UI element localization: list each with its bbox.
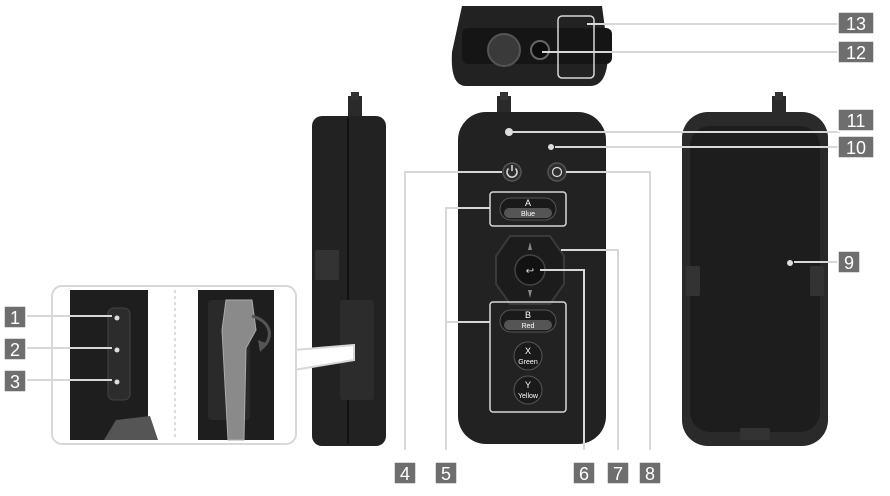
port-3 xyxy=(114,379,120,385)
svg-text:1: 1 xyxy=(10,308,20,328)
svg-text:12: 12 xyxy=(846,43,866,63)
a-button-color: Blue xyxy=(521,211,535,218)
y-button[interactable]: Y Yellow xyxy=(513,375,543,405)
svg-text:9: 9 xyxy=(844,253,854,273)
svg-text:11: 11 xyxy=(847,111,866,131)
svg-text:13: 13 xyxy=(846,14,866,34)
svg-text:8: 8 xyxy=(645,464,655,484)
center-arrow-icon: ↩ xyxy=(526,266,534,277)
timer-button[interactable] xyxy=(547,162,567,182)
power-button[interactable] xyxy=(502,162,522,182)
callout-1: 1 xyxy=(3,305,27,329)
callout-2: 2 xyxy=(3,337,27,361)
indicator-light-11 xyxy=(505,128,513,136)
b-button[interactable]: B Red xyxy=(499,309,557,333)
a-button[interactable]: A Blue xyxy=(499,197,557,221)
port-1 xyxy=(114,315,120,321)
svg-text:6: 6 xyxy=(579,464,589,484)
a-button-letter: A xyxy=(525,198,531,208)
callout-9: 9 xyxy=(837,250,861,274)
side-view xyxy=(312,92,386,446)
detail-inset xyxy=(51,285,355,445)
svg-text:7: 7 xyxy=(613,464,623,484)
callout-12: 12 xyxy=(837,40,875,64)
svg-text:5: 5 xyxy=(441,464,451,484)
svg-text:10: 10 xyxy=(846,138,866,158)
callout-3: 3 xyxy=(3,369,27,393)
callout-10: 10 xyxy=(837,135,875,159)
callout-5: 5 xyxy=(434,461,458,485)
y-button-letter: Y xyxy=(525,380,531,390)
leader-lines xyxy=(27,23,840,450)
top-view xyxy=(451,6,612,86)
callout-8: 8 xyxy=(638,461,662,485)
callout-11: 11 xyxy=(837,108,875,132)
b-button-letter: B xyxy=(525,310,531,320)
svg-text:3: 3 xyxy=(10,372,20,392)
svg-text:4: 4 xyxy=(400,464,410,484)
x-button-color: Green xyxy=(518,359,538,366)
x-button-letter: X xyxy=(525,346,531,356)
callout-7: 7 xyxy=(606,461,630,485)
front-view: A Blue ↩ B Red X Green Y Yellow xyxy=(458,92,606,444)
callout-badges: 1 2 3 4 5 6 7 8 9 10 11 12 13 xyxy=(3,11,875,485)
callout-13: 13 xyxy=(837,11,875,35)
port-2 xyxy=(114,347,120,353)
y-button-color: Yellow xyxy=(518,393,539,400)
x-button[interactable]: X Green xyxy=(513,341,543,371)
callout-4: 4 xyxy=(393,461,417,485)
b-button-color: Red xyxy=(522,323,535,330)
back-view xyxy=(682,92,828,446)
callout-6: 6 xyxy=(572,461,596,485)
direction-pad[interactable]: ↩ xyxy=(495,235,565,305)
svg-text:2: 2 xyxy=(10,340,20,360)
indicator-light-10 xyxy=(548,144,554,150)
